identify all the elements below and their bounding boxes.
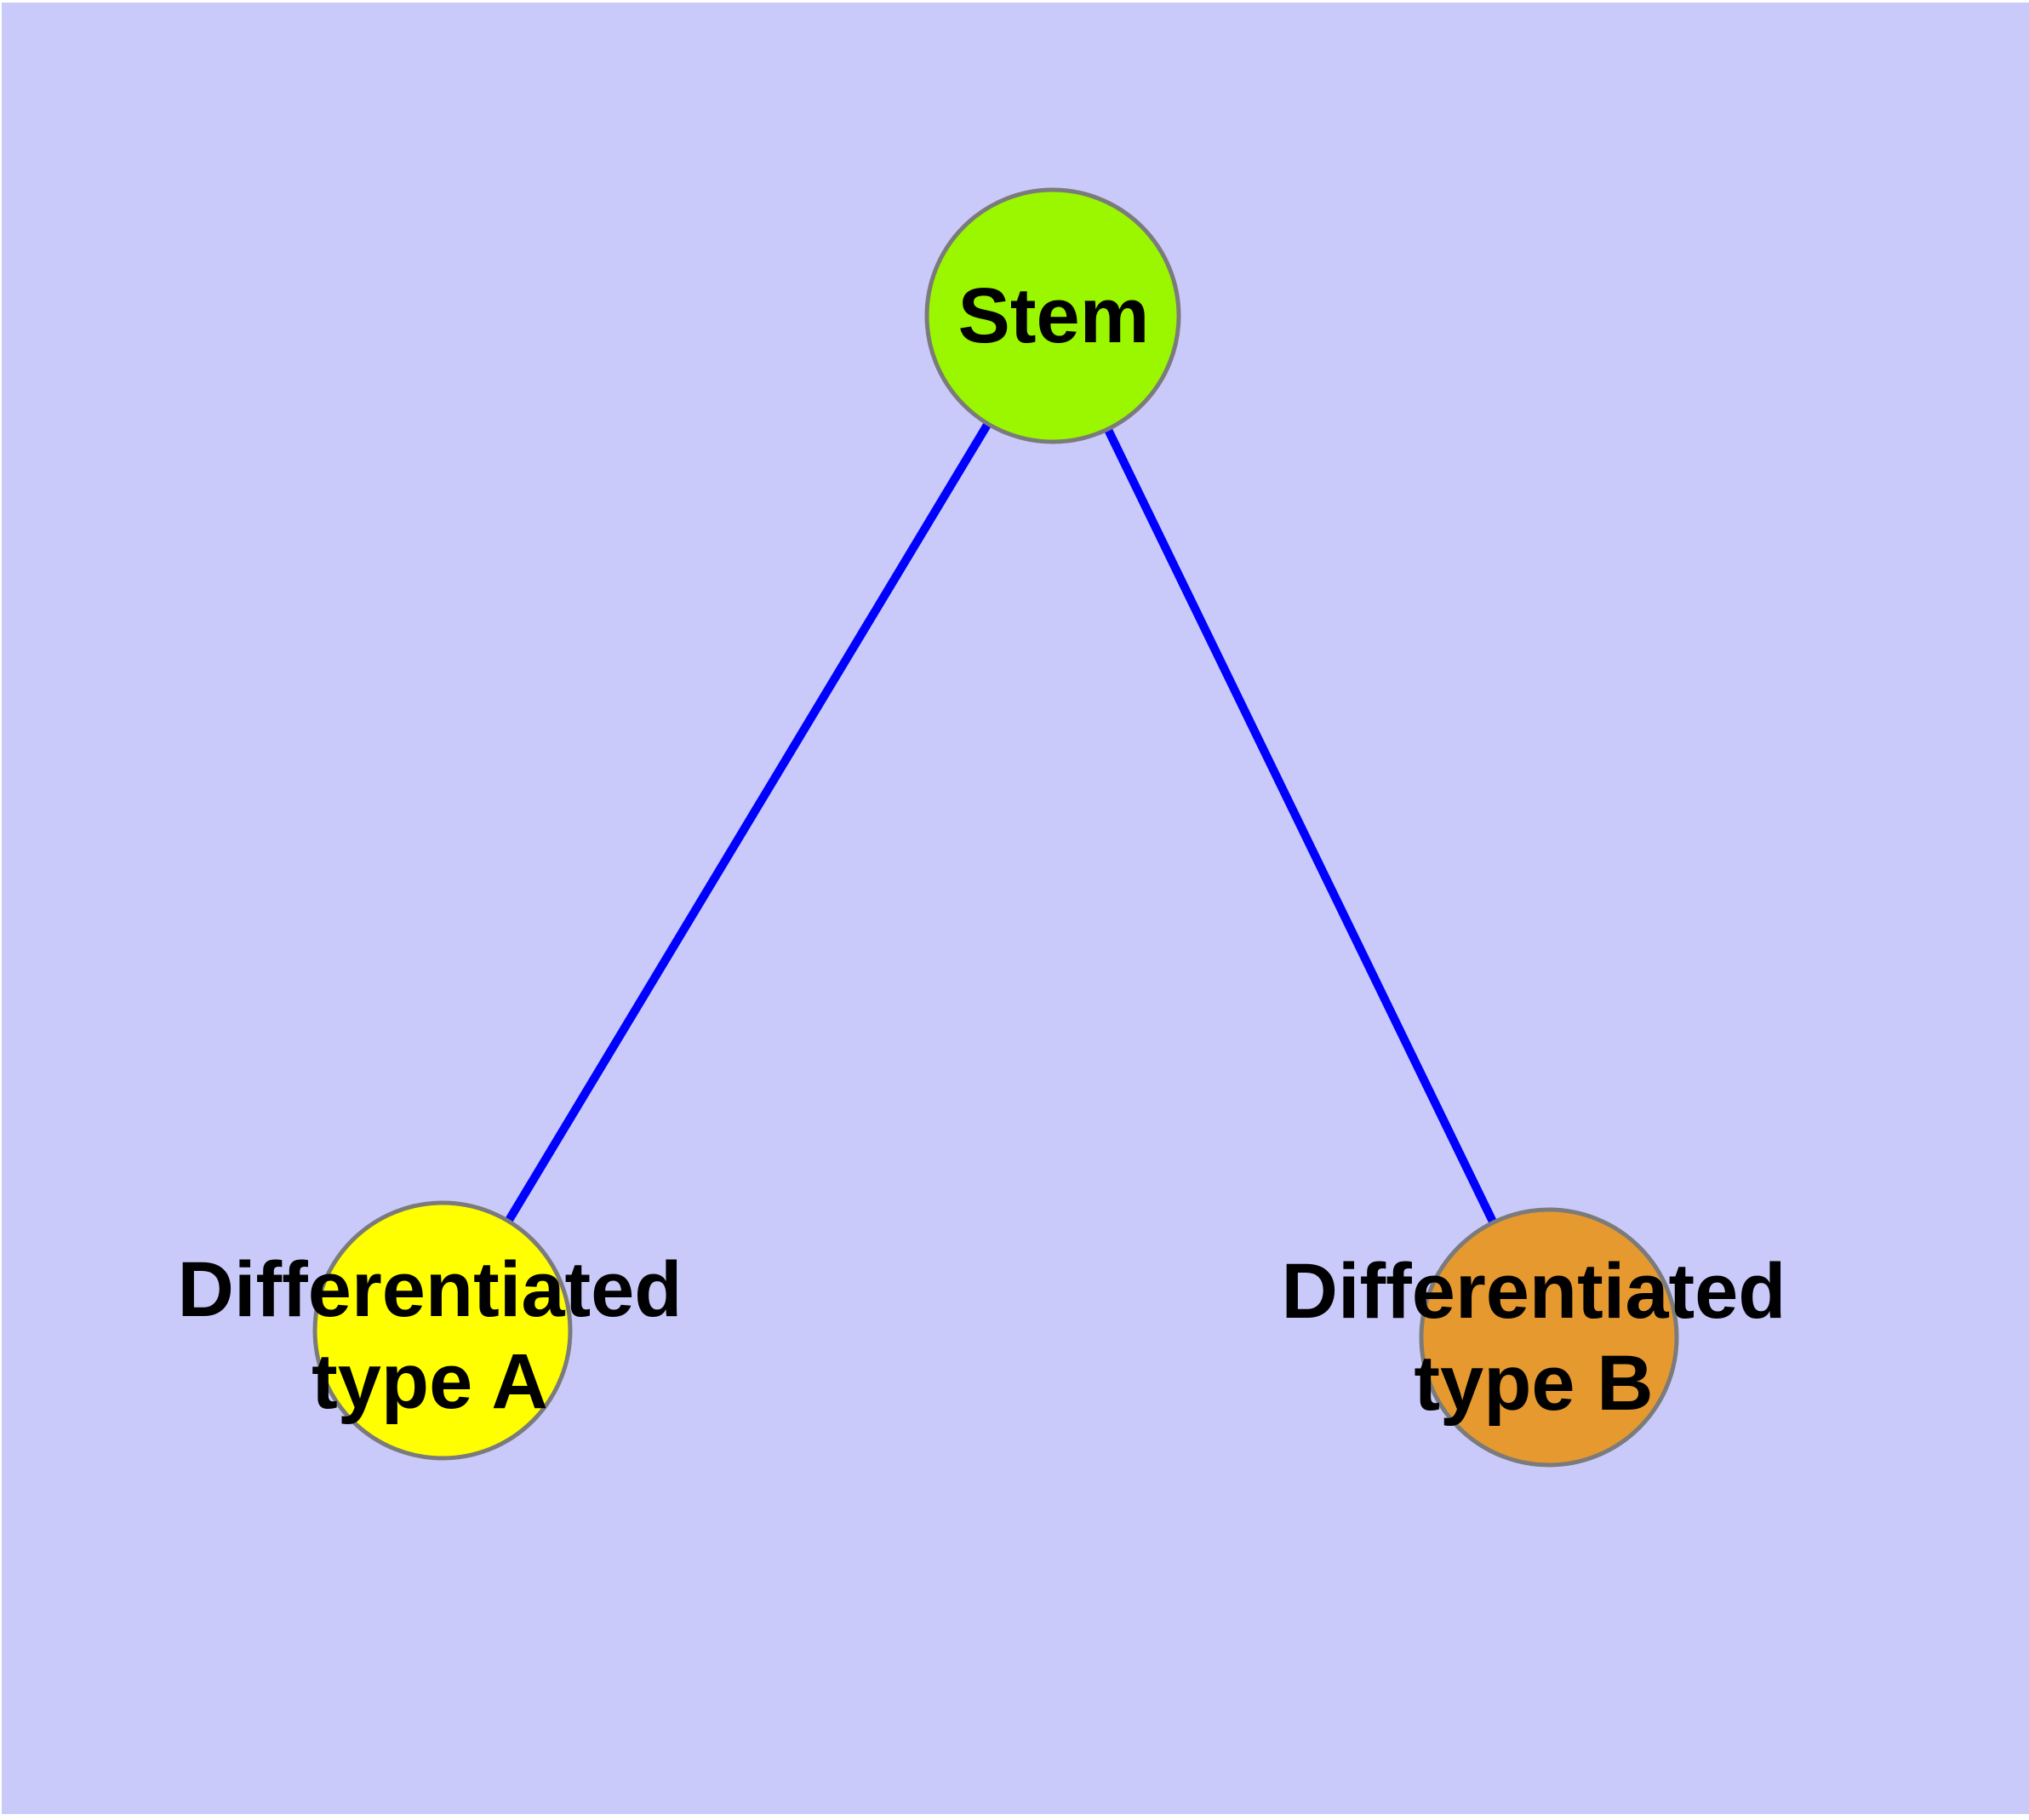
type-a-node-label: Differentiated type A [177,1246,683,1425]
type-b-node-label: Differentiated type B [1281,1248,1786,1427]
edge-stem-to-type-a [438,313,1057,1333]
edge-stem-to-type-b [1049,313,1553,1340]
type-b-node-circle [1419,1207,1679,1468]
stem-node-circle [924,187,1181,444]
type-a-node-circle [312,1200,573,1461]
stem-node-label: Stem [957,272,1150,359]
